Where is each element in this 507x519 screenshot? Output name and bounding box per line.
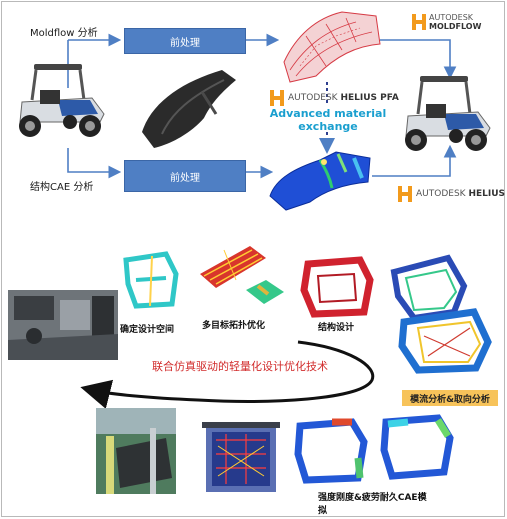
topology-optimization-image: [200, 246, 284, 304]
autodesk-logo-icon: [412, 14, 426, 30]
autodesk-helius-pfa-logo-bottom: AUTODESK HELIUS PFA: [416, 189, 507, 199]
preprocess-bottom-box: 前处理: [124, 160, 246, 192]
structure-design-part-image: [300, 256, 374, 318]
moldflow-analysis-label: Moldflow 分析: [30, 28, 98, 39]
dark-part-model-image: [142, 70, 236, 148]
red-mesh-part-image: [283, 11, 381, 83]
advanced-material-exchange-label: Advanced material exchange: [269, 107, 387, 133]
caption-topology-optimization: 多目标拓扑优化: [202, 321, 266, 331]
cycle-loop-arrow: [80, 340, 375, 409]
autodesk-logo-icon: [398, 186, 412, 202]
autodesk-moldflow-logo: AUTODESK MOLDFLOW: [429, 13, 482, 31]
caption-design-space: 确定设计空间: [120, 325, 175, 335]
center-lightweight-design-text: 联合仿真驱动的轻量化设计优化技术: [152, 360, 328, 373]
workflow-arrows: [67, 33, 457, 179]
utility-vehicle-right-image: [405, 76, 491, 151]
structural-cae-label: 结构CAE 分析: [30, 182, 94, 193]
blue-stress-part-image: [269, 151, 371, 211]
caption-structure-design: 结构设计: [318, 323, 355, 333]
production-line-photo: [96, 408, 176, 494]
caption-cae-simulation: 强度刚度&疲劳耐久CAE模: [318, 493, 427, 503]
design-space-part-image: [123, 251, 179, 309]
preprocess-top-box: 前处理: [124, 28, 246, 54]
mold-tooling-image: [202, 422, 280, 492]
badge-moldflow-orientation-analysis: 模流分析&取向分析: [402, 390, 498, 406]
utility-vehicle-left-image: [19, 64, 105, 137]
autodesk-helius-pfa-logo-mid: AUTODESK HELIUS PFA: [288, 93, 399, 103]
cae-stress-part-image-2: [380, 414, 454, 480]
cae-stress-part-image-1: [294, 418, 368, 484]
autodesk-logo-icon: [270, 90, 284, 106]
caption-cae-simulation-continued: 拟: [318, 506, 328, 516]
fiber-orientation-part-image: [390, 254, 492, 374]
engine-bay-photo: [8, 290, 118, 360]
